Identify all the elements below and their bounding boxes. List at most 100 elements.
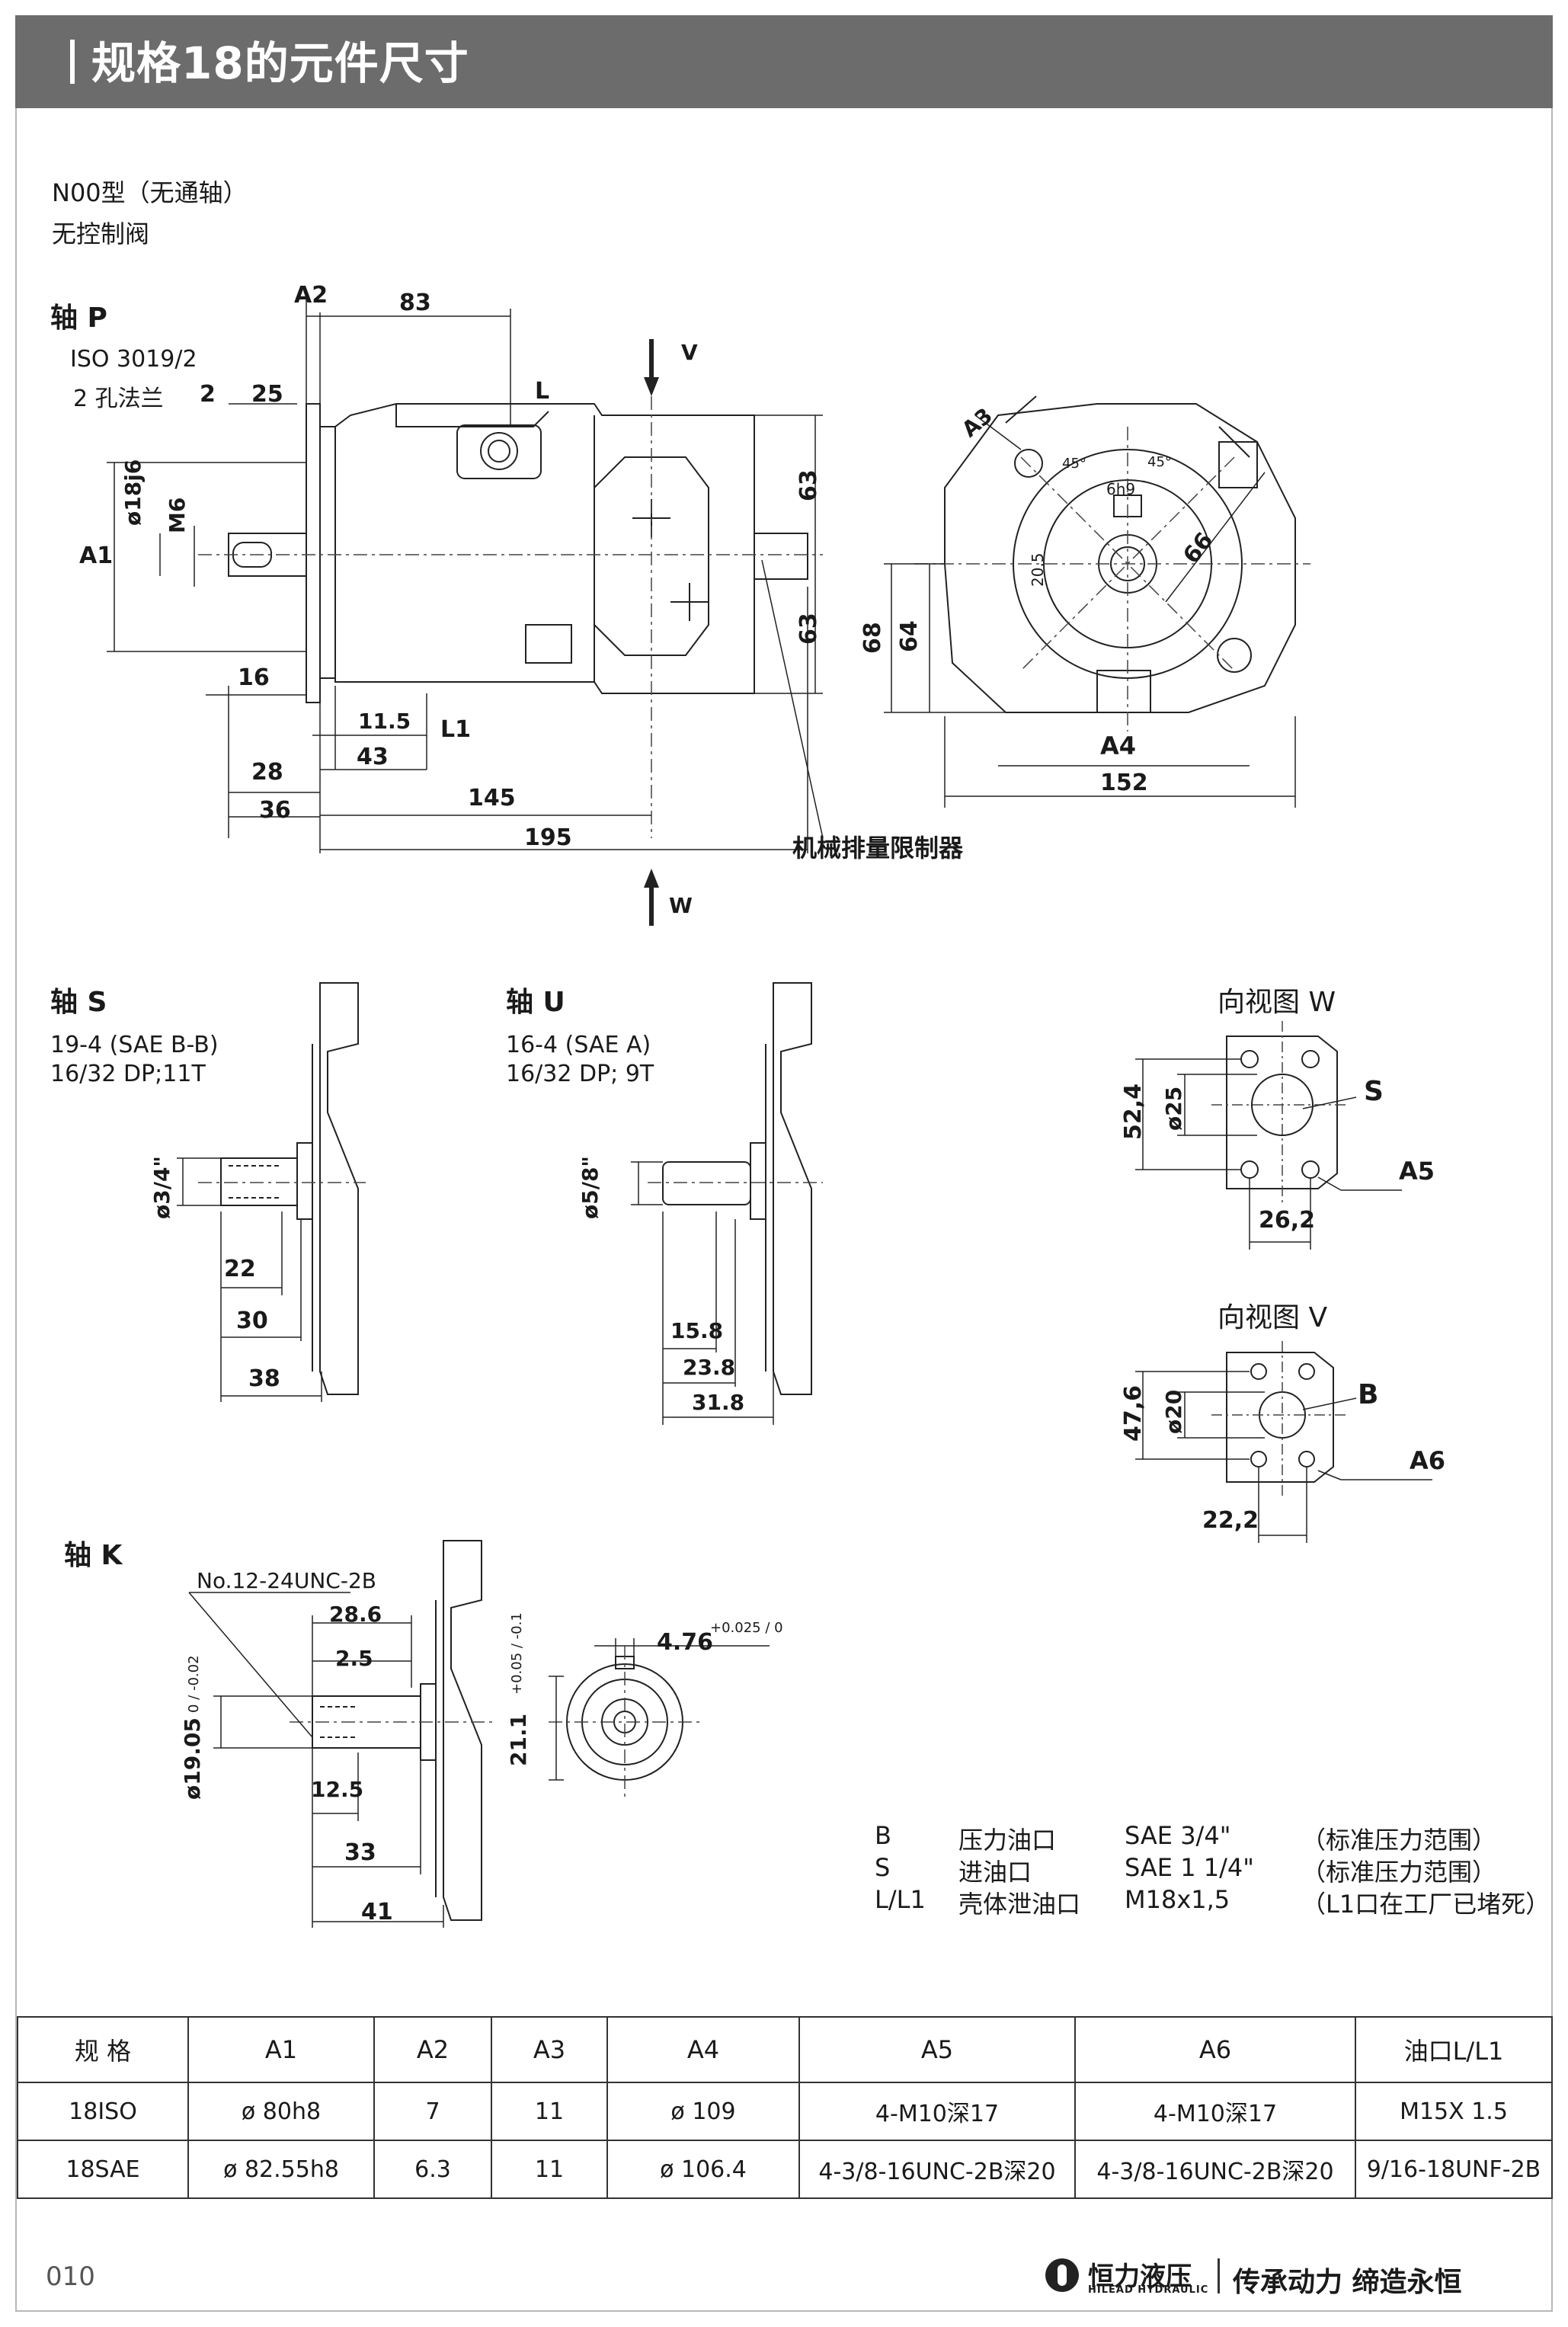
pump-front-view	[944, 395, 1296, 713]
pump-side-view	[228, 403, 808, 703]
dim-20-5: 20.5	[1029, 552, 1047, 587]
angle-45-left: 45°	[1062, 456, 1086, 472]
dim-dia25: ø25	[1161, 1086, 1186, 1131]
model-type: N00型（无通轴）	[52, 178, 248, 207]
dim-26-2: 26,2	[1259, 1207, 1316, 1234]
dim-64: 64	[896, 620, 923, 652]
table-header-row: 规 格 A1 A2 A3 A4 A5 A6 油口L/L1	[17, 2016, 1553, 2083]
dim-shaft-u-dia: ø5/8"	[578, 1155, 603, 1219]
dim-52-4: 52,4	[1120, 1083, 1147, 1140]
dim-dia19-05-tolerance: 0 / -0.02	[186, 1655, 202, 1713]
dim-33: 33	[344, 1839, 376, 1866]
table-header: A1	[187, 2016, 375, 2083]
table-header: A2	[373, 2016, 492, 2083]
table-cell: ø 82.55h8	[187, 2140, 375, 2199]
page-header	[15, 15, 1553, 108]
dim-63-upper: 63	[795, 469, 822, 501]
dim-a2: A2	[294, 282, 328, 309]
shaft-s-drawing	[220, 982, 359, 1395]
dim-41: 41	[361, 1899, 393, 1925]
table-cell: 7	[373, 2082, 492, 2141]
table-cell: ø 106.4	[606, 2140, 800, 2199]
dim-25: 25	[251, 381, 283, 408]
dim-shaft-s-dia: ø3/4"	[149, 1155, 174, 1219]
shaft-p-label: 轴 P	[50, 302, 107, 334]
table-cell: 4-M10深17	[798, 2082, 1076, 2141]
shaft-k-label: 轴 K	[64, 1540, 123, 1571]
dim-47-6: 47,6	[1120, 1384, 1147, 1442]
dim-11-5: 11.5	[358, 709, 411, 734]
dim-a6: A6	[1410, 1446, 1446, 1475]
brand-block: 恒力液压 HILEAD HYDRAULIC 传承动力 缔造永恒	[1045, 2254, 1518, 2300]
view-v-label: 向视图 V	[1218, 1302, 1328, 1333]
dim-38: 38	[248, 1365, 280, 1392]
dim-a5: A5	[1399, 1157, 1435, 1186]
shaft-s-spec-2: 16/32 DP;11T	[50, 1061, 206, 1087]
table-row: 18ISO ø 80h8 7 11 ø 109 4-M10深17 4-M10深1…	[17, 2082, 1553, 2141]
table-header: A4	[606, 2016, 800, 2083]
table-header: A3	[491, 2016, 608, 2083]
table-cell: ø 109	[606, 2082, 800, 2141]
view-v-marker: V	[681, 340, 698, 365]
dim-195: 195	[524, 824, 572, 851]
table-cell: 9/16-18UNF-2B	[1355, 2140, 1553, 2199]
dim-21-1: 21.1	[506, 1713, 531, 1766]
dim-22: 22	[224, 1256, 256, 1282]
shaft-s-spec-1: 19-4 (SAE B-B)	[50, 1032, 219, 1058]
dim-dia18: ø18j6	[120, 459, 146, 526]
table-cell: 18SAE	[17, 2140, 189, 2199]
dim-dia19-05: ø19.05	[180, 1717, 205, 1800]
header-accent	[70, 40, 75, 84]
dim-15-8: 15.8	[670, 1318, 724, 1343]
dim-2: 2	[200, 381, 216, 408]
table-header: A6	[1074, 2016, 1356, 2083]
table-cell: 11	[491, 2140, 608, 2199]
flange-type: 2 孔法兰	[73, 386, 164, 412]
table-cell: M15X 1.5	[1355, 2082, 1553, 2141]
table-row: 18SAE ø 82.55h8 6.3 11 ø 106.4 4-3/8-16U…	[17, 2140, 1553, 2199]
dim-83: 83	[399, 290, 431, 316]
shaft-u-spec-1: 16-4 (SAE A)	[506, 1032, 651, 1058]
dim-12-5: 12.5	[311, 1777, 364, 1802]
dim-43: 43	[357, 744, 389, 770]
dim-23-8: 23.8	[683, 1355, 736, 1380]
control-type: 无控制阀	[52, 219, 150, 248]
dim-31-8: 31.8	[692, 1390, 745, 1415]
table-cell: 11	[491, 2082, 608, 2141]
shaft-s-label: 轴 S	[50, 987, 107, 1018]
shaft-u-drawing	[662, 982, 812, 1395]
table-cell: 4-3/8-16UNC-2B深20	[1074, 2140, 1356, 2199]
table-header: 规 格	[17, 2016, 189, 2083]
brand-logo-icon	[1045, 2258, 1079, 2292]
dim-a4: A4	[1100, 731, 1137, 760]
dim-key-6h9: 6h9	[1106, 480, 1136, 498]
table-header: A5	[798, 2016, 1076, 2083]
table-cell: 4-3/8-16UNC-2B深20	[798, 2140, 1076, 2199]
dim-16: 16	[238, 664, 270, 691]
dim-36: 36	[259, 797, 291, 824]
dim-28-6: 28.6	[329, 1602, 382, 1627]
view-w-marker: W	[669, 893, 693, 918]
flange-standard: ISO 3019/2	[70, 346, 197, 373]
displacement-limiter-label: 机械排量限制器	[792, 834, 964, 863]
dim-key-width-tolerance: +0.025 / 0	[710, 1620, 783, 1636]
brand-name-en: HILEAD HYDRAULIC	[1088, 2284, 1209, 2296]
table-cell: ø 80h8	[187, 2082, 375, 2141]
dim-63-lower: 63	[795, 613, 822, 645]
dim-m6: M6	[165, 497, 190, 533]
dim-68: 68	[859, 622, 886, 654]
dim-2-5: 2.5	[335, 1646, 373, 1671]
port-b-marker: B	[1358, 1379, 1379, 1410]
dim-a1: A1	[79, 543, 114, 569]
table-cell: 18ISO	[17, 2082, 189, 2141]
thread-spec: No.12-24UNC-2B	[197, 1568, 376, 1593]
port-s-marker: S	[1364, 1076, 1384, 1107]
page-title: 规格18的元件尺寸	[91, 37, 469, 89]
dim-21-1-tolerance: +0.05 / -0.1	[509, 1612, 525, 1695]
brand-divider	[1218, 2258, 1220, 2293]
dim-30: 30	[236, 1308, 268, 1334]
port-l-label: L	[535, 378, 550, 405]
brand-name: 恒力液压	[1088, 2261, 1192, 2292]
dim-152: 152	[1100, 770, 1148, 796]
